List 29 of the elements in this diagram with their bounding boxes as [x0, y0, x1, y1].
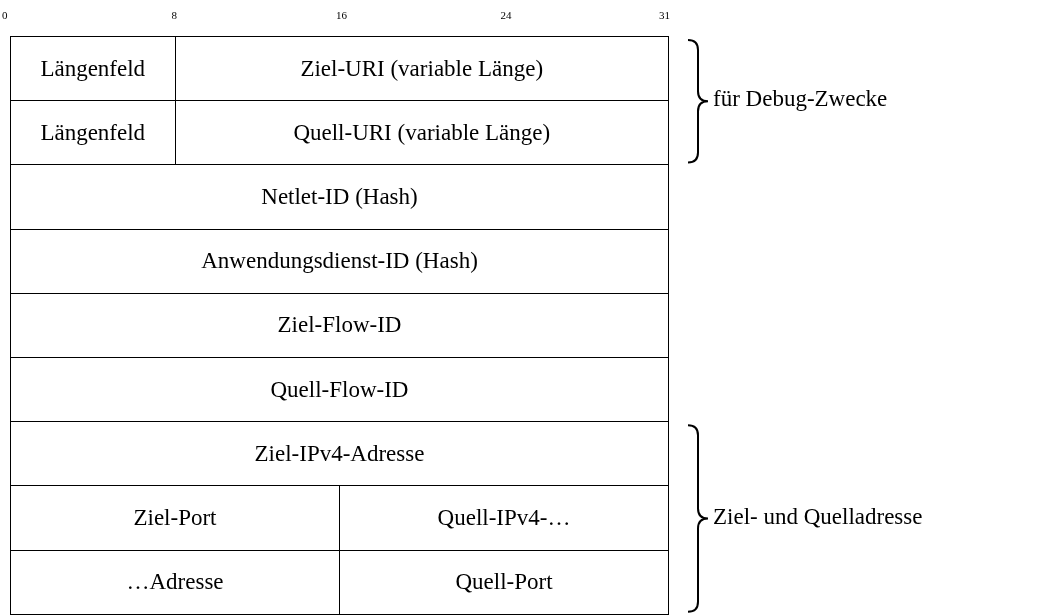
field-cell — [10, 357, 669, 423]
bit-number: 8 — [171, 9, 177, 21]
field-cell — [10, 36, 176, 102]
field-cell — [10, 164, 669, 230]
field-name: Ziel-Flow-ID — [277, 312, 402, 339]
annotation-text: Ziel- und Quelladresse — [713, 503, 923, 530]
field-name: Anwendungsdienst-ID (Hash) — [201, 248, 478, 275]
bit-number: 24 — [500, 9, 512, 21]
field-cell — [10, 549, 340, 615]
field-cell — [174, 36, 669, 102]
field-name: Quell-Port — [455, 569, 553, 596]
annotation-text: für Debug-Zwecke — [713, 86, 888, 113]
bit-number: 0 — [2, 9, 8, 21]
field-cell — [339, 549, 669, 615]
field-name: …Adresse — [126, 569, 224, 596]
field-name: Längenfeld — [40, 119, 146, 146]
field-name: Quell-IPv4-… — [437, 505, 571, 531]
field-name: Ziel-URI (variable Länge) — [300, 55, 544, 82]
field-name: Ziel-IPv4-Adresse — [254, 440, 425, 467]
field-cell — [10, 228, 669, 294]
field-cell — [10, 421, 669, 487]
field-name: Netlet-ID (Hash) — [261, 184, 418, 210]
field-name: Quell-Flow-ID — [270, 376, 409, 403]
field-cell — [10, 292, 669, 358]
field-name: Längenfeld — [40, 55, 146, 82]
field-name: Quell-URI (variable Länge) — [293, 119, 551, 146]
bit-number: 16 — [336, 9, 347, 21]
field-name: Ziel-Port — [133, 505, 217, 531]
bit-number: 31 — [659, 9, 670, 21]
